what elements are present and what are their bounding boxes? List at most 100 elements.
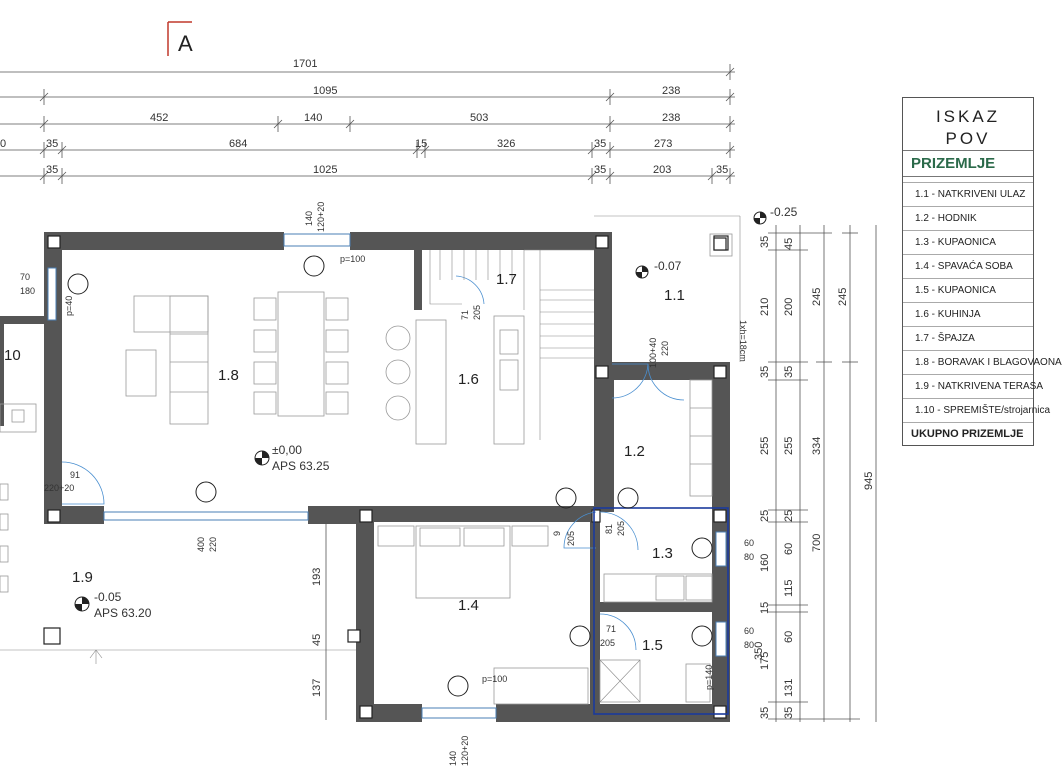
hall-door-width: 81 bbox=[604, 524, 614, 534]
level-porch: -0.07 bbox=[654, 259, 682, 273]
legend-title-line1: ISKAZ bbox=[935, 107, 1001, 126]
living-furniture bbox=[125, 291, 349, 425]
rdim-350: 350 bbox=[753, 642, 765, 660]
dim-35-e: 35 bbox=[716, 164, 728, 176]
terrace-dim-193: 193 bbox=[311, 568, 323, 586]
left-window-height: 180 bbox=[20, 286, 35, 296]
level-marker-main bbox=[254, 450, 270, 466]
rdim-35-d: 35 bbox=[783, 366, 795, 378]
left-window-parapet: p=40 bbox=[64, 296, 74, 316]
rdim-131: 131 bbox=[783, 679, 795, 697]
bathrooms bbox=[593, 507, 729, 715]
legend-row: 1.4 - SPAVAĆA SOBA bbox=[903, 255, 1033, 279]
top-window-height: 120+20 bbox=[316, 202, 326, 232]
room-label-1-3: 1.3 bbox=[652, 545, 673, 562]
dim-238-b: 238 bbox=[662, 112, 680, 124]
rdim-160: 160 bbox=[759, 554, 771, 572]
rdim-245-a: 245 bbox=[811, 288, 823, 306]
rdim-35-c: 35 bbox=[759, 707, 771, 719]
room-label-1-8: 1.8 bbox=[218, 367, 239, 384]
legend-section: PRIZEMLJE bbox=[903, 151, 1033, 177]
room-label-1-4: 1.4 bbox=[458, 597, 479, 614]
stairs bbox=[429, 249, 594, 440]
opening-labels: 140 120+20 70 180 p=40 p=100 71 205 100+… bbox=[20, 202, 754, 766]
dim-326: 326 bbox=[497, 138, 515, 150]
stair-note: 1xh=18cm bbox=[738, 320, 748, 362]
entrance-door-width: 100+40 bbox=[648, 338, 658, 368]
bottom-window-width: 400 bbox=[196, 537, 206, 552]
level-terrace-aps: APS 63.20 bbox=[94, 606, 152, 620]
legend-row: 1.2 - HODNIK bbox=[903, 207, 1033, 231]
left-door-width: 91 bbox=[70, 470, 80, 480]
dim-273: 273 bbox=[654, 138, 672, 150]
room-labels: 1.1 1.2 1.3 1.4 1.5 1.6 1.7 1.8 1.9 10 bbox=[4, 271, 685, 654]
dim-35-a: 35 bbox=[46, 138, 58, 150]
pantry-door-height: 205 bbox=[472, 305, 482, 320]
bath-window2-height: 80 bbox=[744, 640, 754, 650]
doors bbox=[61, 275, 685, 651]
level-terrace: -0.05 bbox=[94, 590, 122, 604]
dim-15: 15 bbox=[415, 138, 427, 150]
legend-row: 1.1 - NATKRIVENI ULAZ bbox=[903, 183, 1033, 207]
floor-plan: A bbox=[0, 21, 877, 766]
rdim-334: 334 bbox=[811, 437, 823, 455]
terrace: 193 45 137 bbox=[0, 483, 356, 720]
rdim-35-a: 35 bbox=[759, 236, 771, 248]
legend-gap bbox=[903, 177, 1033, 183]
level-entrance: -0.25 bbox=[770, 205, 798, 219]
windows bbox=[47, 233, 727, 719]
level-marker-entrance bbox=[753, 211, 767, 225]
hall-door-height: 205 bbox=[616, 521, 626, 536]
bed-door-width: 9 bbox=[552, 531, 562, 536]
room-label-1-2: 1.2 bbox=[624, 443, 645, 460]
level-main-aps: APS 63.25 bbox=[272, 459, 330, 473]
bath-parapet: p=140 bbox=[704, 665, 714, 690]
room-label-1-1: 1.1 bbox=[664, 287, 685, 304]
bath-window1-width: 60 bbox=[744, 538, 754, 548]
bath-door2-width: 71 bbox=[606, 624, 616, 634]
left-door-height: 220+20 bbox=[44, 483, 74, 493]
rdim-25-a: 25 bbox=[759, 510, 771, 522]
dim-35-c: 35 bbox=[46, 164, 58, 176]
level-marker-porch bbox=[635, 265, 649, 279]
left-window-width: 70 bbox=[20, 272, 30, 282]
legend-row: 1.3 - KUPAONICA bbox=[903, 231, 1033, 255]
dim-0: 0 bbox=[0, 138, 6, 150]
bed-door-height: 205 bbox=[566, 531, 576, 546]
rdim-35-b: 35 bbox=[759, 366, 771, 378]
legend-row: 1.7 - ŠPAJZA bbox=[903, 327, 1033, 351]
dim-1701: 1701 bbox=[293, 58, 317, 70]
bath-window1-height: 80 bbox=[744, 552, 754, 562]
bedroom-furniture bbox=[377, 525, 589, 705]
dim-203: 203 bbox=[653, 164, 671, 176]
kitchen bbox=[385, 315, 525, 445]
top-window-parapet: p=100 bbox=[340, 254, 365, 264]
storage-room bbox=[0, 403, 37, 433]
dim-35-d: 35 bbox=[594, 164, 606, 176]
dim-140: 140 bbox=[304, 112, 322, 124]
hall-cabinet bbox=[689, 379, 713, 497]
dim-503: 503 bbox=[470, 112, 488, 124]
level-marker-terrace bbox=[74, 596, 90, 612]
dim-238-a: 238 bbox=[662, 85, 680, 97]
dim-35-b: 35 bbox=[594, 138, 606, 150]
legend-row: 1.9 - NATKRIVENA TERASA bbox=[903, 375, 1043, 399]
rdim-115: 115 bbox=[783, 579, 795, 597]
level-main: ±0,00 bbox=[272, 443, 302, 457]
bed-window-parapet: p=100 bbox=[482, 674, 507, 684]
bottom-window-height: 220 bbox=[208, 537, 218, 552]
dim-1095: 1095 bbox=[313, 85, 337, 97]
rdim-15: 15 bbox=[759, 602, 771, 614]
dim-452: 452 bbox=[150, 112, 168, 124]
room-label-1-7: 1.7 bbox=[496, 271, 517, 288]
section-marker-label: A bbox=[178, 31, 193, 56]
rdim-25-b: 25 bbox=[783, 510, 795, 522]
room-label-1-9: 1.9 bbox=[72, 569, 93, 586]
level-markers: -0.25 -0.07 ±0,00 APS 63.25 -0.05 APS 63… bbox=[74, 205, 798, 620]
rdim-45-a: 45 bbox=[783, 238, 795, 250]
legend-row: 1.5 - KUPAONICA bbox=[903, 279, 1033, 303]
area-legend: ISKAZ POV PRIZEMLJE 1.1 - NATKRIVENI ULA… bbox=[902, 97, 1062, 446]
terrace-dim-137: 137 bbox=[311, 679, 323, 697]
legend-row: 1.6 - KUHINJA bbox=[903, 303, 1033, 327]
right-dimensions: 35 210 35 255 25 160 15 175 35 45 200 35… bbox=[753, 225, 877, 722]
